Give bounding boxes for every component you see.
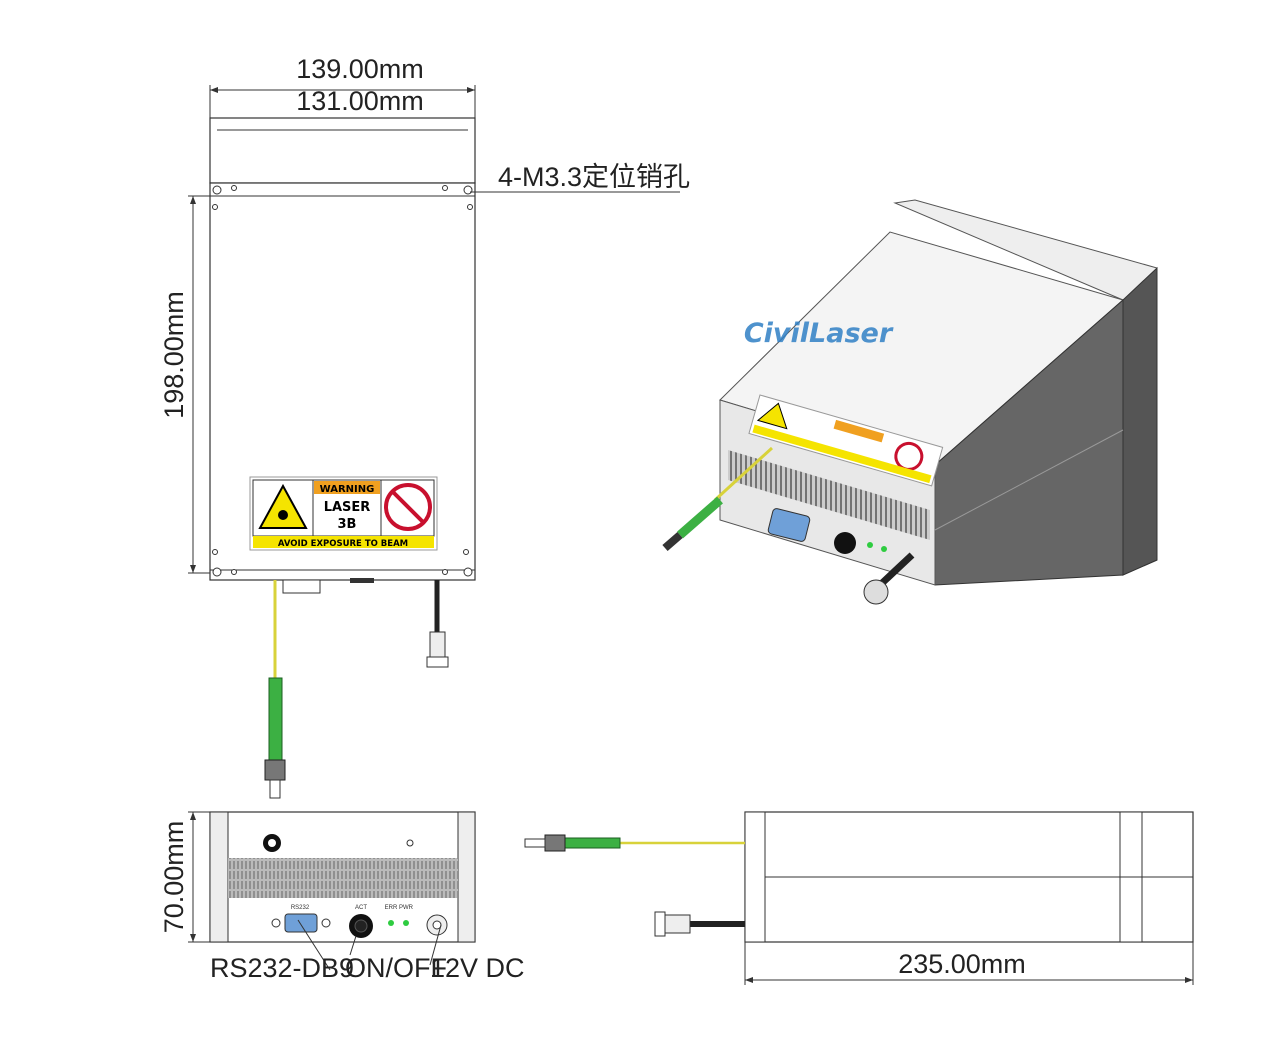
fiber-connector-side (564, 837, 621, 849)
isometric-view: CivilLaser (662, 199, 1158, 605)
db9-connector-top (282, 579, 321, 594)
side-view: 235.00mm (524, 811, 1194, 985)
dimension-outer-width: 139.00mm (296, 54, 424, 84)
pwr-label: PWR (399, 905, 414, 911)
err-label: ERR (385, 905, 398, 911)
err-led (388, 920, 394, 926)
mounting-hole-callout: 4-M3.3定位销孔 (498, 162, 690, 192)
dimension-length: 198.00mm (159, 291, 189, 419)
laser-class-line1: LASER (324, 500, 371, 515)
laser-class-line2: 3B (338, 517, 357, 532)
dimension-depth: 235.00mm (898, 949, 1026, 979)
rs232-label: RS232 (291, 905, 310, 911)
rs232-callout: RS232-DB9 (210, 953, 354, 983)
power-connector (429, 631, 446, 658)
act-label: ACT (355, 905, 367, 911)
warning-label: WARNING LASER 3B AVOID EXPOSURE TO BEAM (249, 476, 438, 551)
top-flange (209, 117, 476, 184)
laser-hazard-icon (258, 483, 308, 529)
db9-connector-3d (767, 508, 811, 542)
warning-footer: AVOID EXPOSURE TO BEAM (278, 539, 408, 549)
pwr-led (403, 920, 409, 926)
front-view: RS232 ACT ERR PWR RS232-DB9 ON/OFF 12V D… (159, 811, 525, 983)
power-callout: 12V DC (430, 953, 525, 983)
top-view: 139.00mm 131.00mm 4-M3.3定位销孔 198.00mm (159, 54, 690, 799)
brand-logo: CivilLaser (744, 318, 894, 349)
db9-port (284, 913, 318, 933)
dimension-height: 70.00mm (159, 821, 189, 934)
dimension-hole-spacing: 131.00mm (296, 86, 424, 116)
fiber-connector-green (268, 677, 283, 761)
mounting-holes (212, 185, 473, 577)
on-off-callout: ON/OFF (345, 953, 447, 983)
vent-grille (228, 858, 458, 898)
warning-label-3d (748, 394, 944, 487)
warning-header: WARNING (320, 484, 375, 495)
